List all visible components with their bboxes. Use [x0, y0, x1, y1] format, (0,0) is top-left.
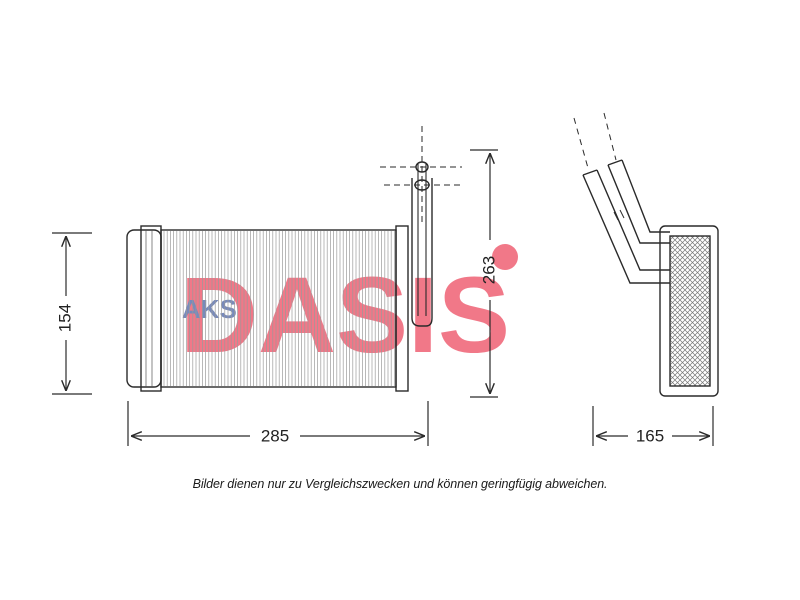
aks-dasis-watermark: DASIS AKS	[180, 244, 518, 375]
height-dimension-label: 154	[55, 304, 74, 332]
total-height-dimension-label: 263	[479, 256, 498, 284]
centerline	[603, 112, 617, 161]
core-fins	[163, 231, 395, 386]
pipe-mark	[613, 211, 619, 221]
watermark-dasis-text: DASIS	[180, 254, 510, 375]
pipe-mark	[619, 209, 625, 219]
side-tank-outline	[659, 225, 719, 397]
side-pipe-outer-inner	[596, 169, 672, 271]
right-tank	[395, 225, 409, 392]
left-tank-flange	[140, 225, 162, 392]
dimension-lines	[52, 149, 714, 446]
side-pipe-outer	[582, 174, 672, 284]
side-pipe-cap	[607, 159, 623, 166]
width-dimension-label: 285	[261, 426, 289, 445]
side-core-mesh	[669, 235, 711, 387]
depth-dimension-label: 165	[636, 426, 664, 445]
side-view	[573, 112, 719, 397]
side-pipe-inner-inner	[621, 159, 670, 233]
front-view	[126, 126, 462, 392]
watermark-dot	[492, 244, 518, 270]
disclaimer-caption: Bilder dienen nur zu Vergleichszwecken u…	[192, 477, 608, 491]
watermark-aks-text: AKS	[182, 294, 237, 324]
centerline	[573, 117, 589, 169]
left-tank	[126, 229, 162, 388]
side-pipe-cap	[582, 169, 598, 176]
outlet-pipe	[411, 178, 433, 327]
